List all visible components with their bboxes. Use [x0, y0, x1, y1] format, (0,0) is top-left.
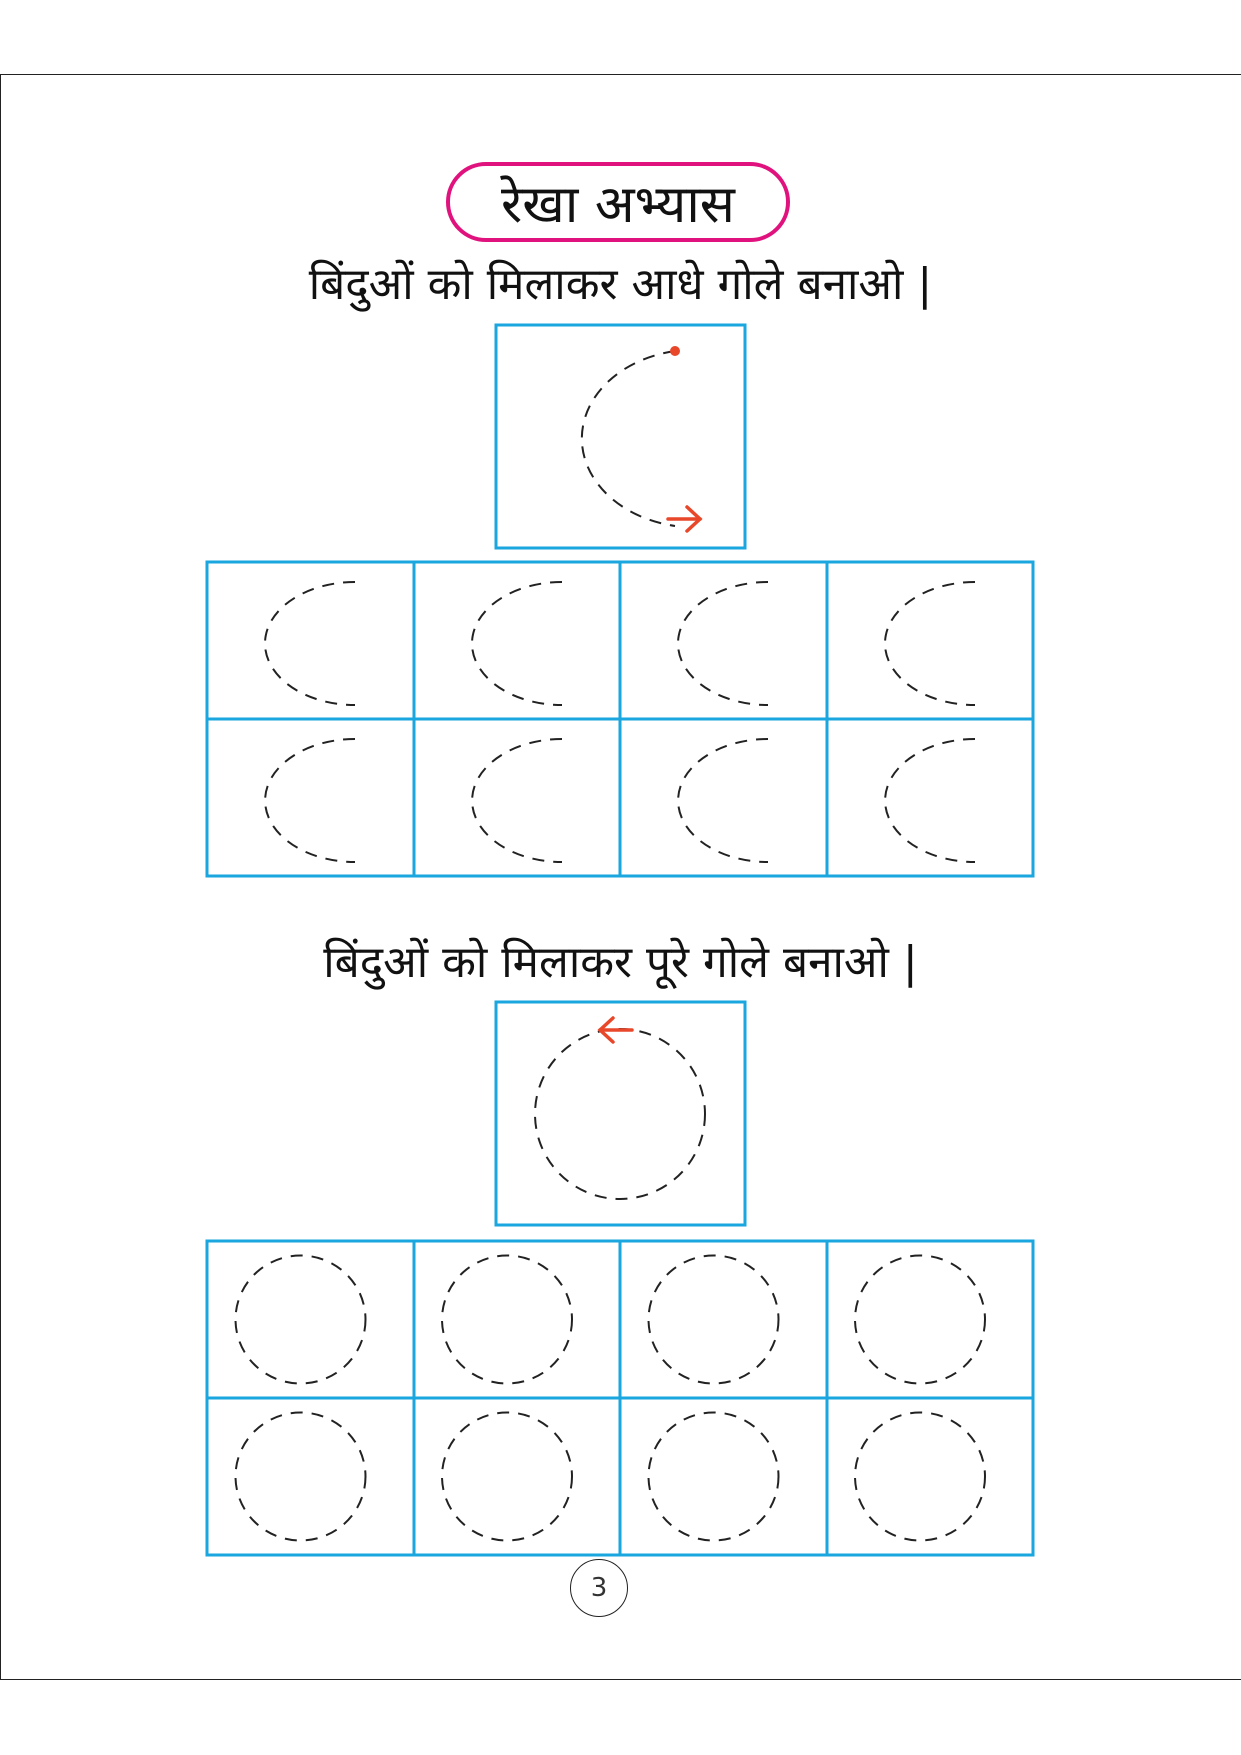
practice-box — [205, 560, 416, 721]
dashed-full-circle — [854, 1411, 986, 1542]
practice-box — [412, 717, 622, 878]
practice-box — [412, 560, 622, 721]
page-title: रेखा अभ्यास — [446, 162, 790, 242]
practice-cell — [618, 717, 829, 878]
dashed-full-circle — [647, 1411, 780, 1542]
practice-box — [618, 717, 829, 878]
dashed-full-circle — [234, 1411, 367, 1542]
practice-cell — [412, 717, 622, 878]
practice-box — [205, 717, 416, 878]
practice-box — [205, 1396, 416, 1557]
full-circle-example — [494, 1000, 747, 1227]
practice-cell — [618, 1396, 829, 1557]
practice-box — [412, 1396, 622, 1557]
practice-box — [618, 1396, 829, 1557]
practice-box — [618, 560, 829, 721]
practice-cell — [412, 1396, 622, 1557]
direction-arrow-icon — [666, 505, 703, 533]
practice-cell — [205, 1396, 416, 1557]
practice-cell — [205, 717, 416, 878]
page-number-text: 3 — [590, 1573, 608, 1603]
dashed-full-circle — [234, 1254, 367, 1385]
practice-box — [618, 1239, 829, 1400]
example-box — [494, 323, 747, 550]
dashed-half-circle — [677, 581, 769, 706]
dashed-half-circle — [264, 581, 356, 706]
practice-box — [412, 1239, 622, 1400]
dashed-half-circle — [677, 738, 769, 863]
practice-cell — [825, 717, 1035, 878]
practice-box — [825, 560, 1035, 721]
practice-box — [825, 1239, 1035, 1400]
practice-cell — [412, 1239, 622, 1400]
dashed-full-circle — [854, 1254, 986, 1385]
dashed-half-circle — [884, 738, 976, 863]
practice-cell — [825, 1239, 1035, 1400]
practice-box — [825, 717, 1035, 878]
example-box — [494, 1000, 747, 1227]
page-frame — [0, 74, 1241, 1680]
practice-cell — [412, 560, 622, 721]
practice-cell — [618, 1239, 829, 1400]
instruction-half-circles: बिंदुओं को मिलाकर आधे गोले बनाओ | — [308, 259, 933, 310]
start-dot — [670, 346, 680, 356]
half-circle-practice-grid — [205, 560, 1035, 878]
dashed-full-circle — [441, 1411, 573, 1542]
dashed-half-circle — [264, 738, 356, 863]
practice-cell — [618, 560, 829, 721]
dashed-half-circle — [471, 738, 563, 863]
practice-cell — [205, 1239, 416, 1400]
direction-arrow-icon — [597, 1016, 634, 1044]
dashed-half-circle — [471, 581, 563, 706]
dashed-half-circle — [884, 581, 976, 706]
dashed-full-circle-guide — [534, 1028, 706, 1200]
practice-cell — [825, 560, 1035, 721]
practice-box — [205, 1239, 416, 1400]
dashed-full-circle — [647, 1254, 780, 1385]
practice-cell — [205, 560, 416, 721]
dashed-half-circle-guide — [580, 350, 676, 527]
page-title-text: रेखा अभ्यास — [501, 174, 735, 235]
half-circle-example — [494, 323, 747, 550]
full-circle-practice-grid — [205, 1239, 1035, 1557]
dashed-full-circle — [441, 1254, 573, 1385]
practice-box — [825, 1396, 1035, 1557]
instruction-full-circles: बिंदुओं को मिलाकर पूरे गोले बनाओ | — [323, 937, 918, 988]
practice-cell — [825, 1396, 1035, 1557]
page-number: 3 — [570, 1559, 628, 1617]
